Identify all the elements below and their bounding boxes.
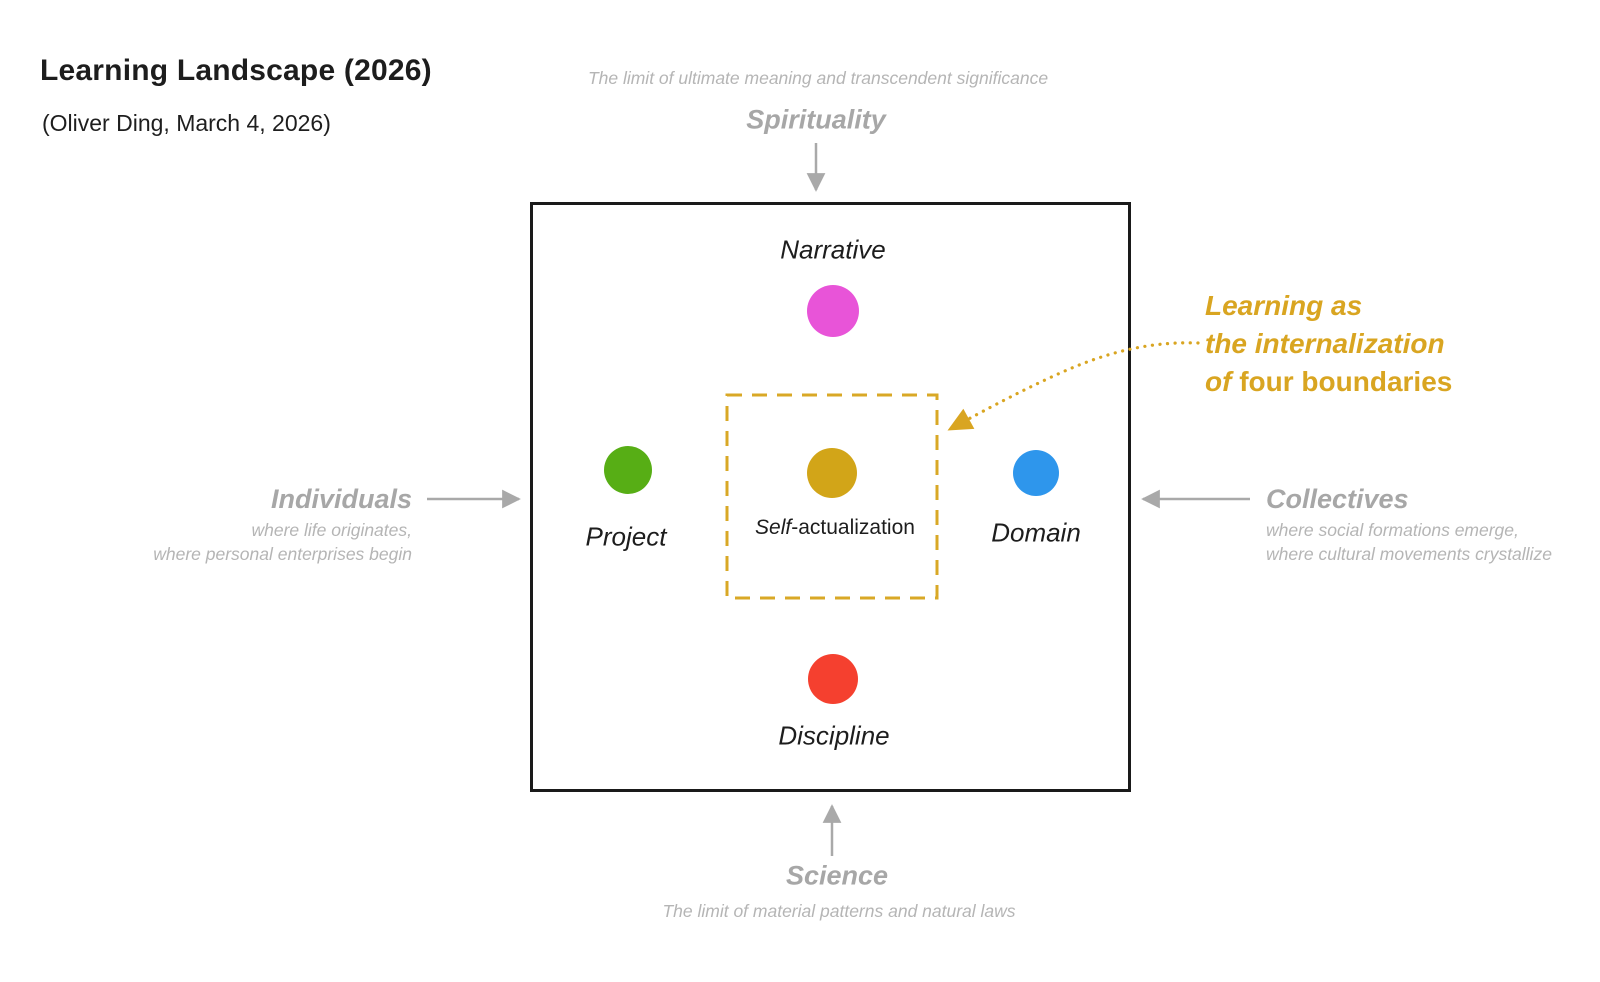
annotation-text: Learning as the internalization of four … <box>1205 287 1452 401</box>
discipline-dot <box>808 654 858 704</box>
collectives-label: Collectives <box>1266 484 1409 514</box>
narrative-dot <box>807 285 859 337</box>
discipline-label: Discipline <box>778 720 890 751</box>
domain-dot <box>1013 450 1059 496</box>
collectives-caption: where social formations emerge, where cu… <box>1266 518 1552 566</box>
self-actualization-label-italic: Self <box>755 516 792 539</box>
narrative-label: Narrative <box>780 234 886 265</box>
byline: (Oliver Ding, March 4, 2026) <box>42 110 331 136</box>
individuals-caption-line2: where personal enterprises begin <box>153 544 412 564</box>
annotation-line3: of four boundaries <box>1205 363 1452 401</box>
annotation-line3-regular: four boundaries <box>1239 366 1453 397</box>
page-title: Learning Landscape (2026) <box>40 54 432 87</box>
annotation-line3-italic: of <box>1205 366 1232 397</box>
domain-label: Domain <box>991 517 1081 548</box>
self-actualization-dot <box>807 448 857 498</box>
science-label: Science <box>785 860 889 891</box>
self-actualization-label: Self-actualization <box>755 516 915 540</box>
science-caption: The limit of material patterns and natur… <box>662 901 1016 921</box>
individuals-caption: where life originates, where personal en… <box>153 518 412 566</box>
individuals-label: Individuals <box>270 484 412 514</box>
project-label: Project <box>585 521 667 552</box>
collectives-caption-line1: where social formations emerge, <box>1266 520 1519 540</box>
internalization-zone <box>725 393 939 600</box>
annotation-curve-icon <box>947 341 1200 431</box>
spirituality-caption: The limit of ultimate meaning and transc… <box>587 68 1049 88</box>
project-dot <box>604 446 652 494</box>
self-actualization-label-regular: -actualization <box>791 516 915 539</box>
boundary-box <box>530 202 1131 792</box>
annotation-line2: the internalization <box>1205 328 1445 359</box>
annotation-line1: Learning as <box>1205 290 1363 321</box>
spirituality-label: Spirituality <box>746 104 886 135</box>
individuals-caption-line1: where life originates, <box>251 520 413 540</box>
collectives-caption-line2: where cultural movements crystallize <box>1266 544 1552 564</box>
